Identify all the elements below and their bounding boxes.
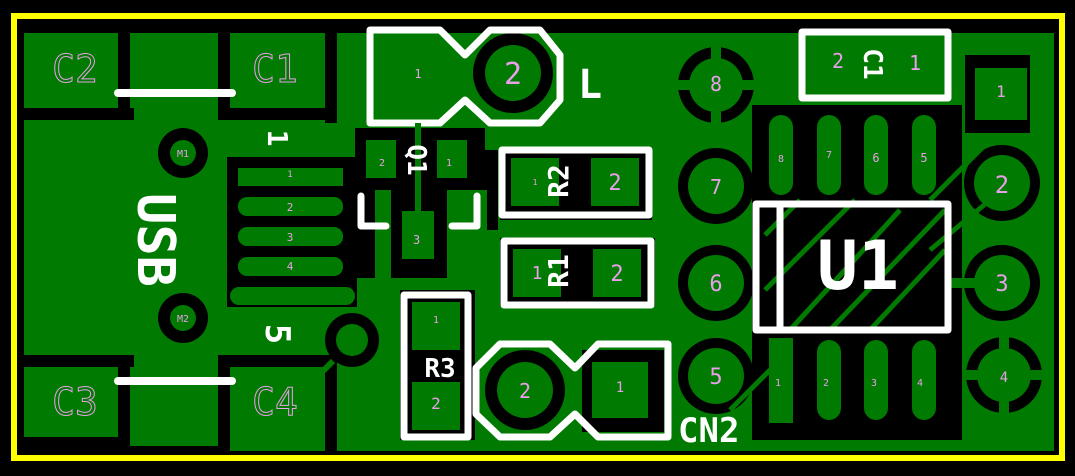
u1-pad-6-label: 6 xyxy=(872,151,879,165)
c2-label: C2 xyxy=(52,47,98,91)
usb-pin5-marker: 5 xyxy=(257,324,297,344)
q1-pad-3-label: 3 xyxy=(413,233,420,247)
q1-pad-2-label: 2 xyxy=(379,158,385,169)
l-pad-2-label: 2 xyxy=(504,57,522,92)
m2-label: M2 xyxy=(177,314,189,325)
usb-label: USB xyxy=(125,193,185,287)
dip-pad-4-label: 4 xyxy=(1000,370,1008,386)
r2-pad-2-label: 2 xyxy=(608,171,621,196)
l-label: L xyxy=(578,62,602,108)
usb-pin1-marker: 1 xyxy=(261,130,294,147)
cn2-label: CN2 xyxy=(678,411,739,451)
usb-pin-4-label: 4 xyxy=(287,260,294,273)
u1-pad-5-label: 5 xyxy=(920,151,927,165)
c1-pad-2-label: 2 xyxy=(832,49,844,73)
dip-right-pads: 1 2 3 4 xyxy=(945,68,1044,417)
u1-label: U1 xyxy=(817,227,899,306)
usb-silkscreen: USB 1 5 xyxy=(125,130,297,345)
cn2-pad-2-label: 2 xyxy=(519,379,531,403)
transistor-Q1: 2 1 3 Q1 xyxy=(357,123,487,280)
capacitor-labels: C2 C1 C3 C4 xyxy=(52,47,299,425)
dip-pad-7-label: 7 xyxy=(710,175,722,199)
usb-connector: 1 2 3 4 M1 M2 xyxy=(158,128,379,375)
q1-pad-1-label: 1 xyxy=(446,158,452,169)
r1-pad-2-label: 2 xyxy=(610,262,623,287)
c4-label: C4 xyxy=(252,380,298,424)
capacitor-silkscreen xyxy=(114,89,236,385)
r1-label: R1 xyxy=(542,254,575,288)
c1-label: C1 xyxy=(857,48,887,79)
resistor-R2: 1 2 R2 xyxy=(498,146,653,219)
board-outline xyxy=(11,13,1065,461)
dip-left-pads: 8 7 6 5 xyxy=(676,45,758,414)
usb-pin-3-label: 3 xyxy=(287,231,294,244)
r2-label: R2 xyxy=(542,164,575,198)
c1-usb-label: C1 xyxy=(252,47,298,91)
dip-pad-3-label: 3 xyxy=(995,272,1008,297)
inductor-L: 1 2 L xyxy=(366,26,602,127)
m1-label: M1 xyxy=(177,149,189,160)
q1-label: Q1 xyxy=(401,144,431,175)
dip-pad-5-label: 5 xyxy=(709,365,722,390)
r2-pad-1-label: 1 xyxy=(533,178,538,187)
dip-pad-2-label: 2 xyxy=(995,171,1009,199)
c3-label: C3 xyxy=(52,380,98,424)
dip-pad-1-label: 1 xyxy=(996,82,1006,101)
u1-ic: 8 7 6 5 1 2 3 4 U1 xyxy=(728,115,992,423)
r3-pad-1-label: 1 xyxy=(433,315,439,326)
capacitor-C1: 2 1 C1 xyxy=(798,28,952,102)
u1-pad-7-label: 7 xyxy=(826,150,832,161)
usb-pin-2-label: 2 xyxy=(287,201,294,214)
r3-pad-2-label: 2 xyxy=(431,394,441,413)
resistor-R1: 1 2 R1 xyxy=(500,237,655,309)
r1-pad-1-label: 1 xyxy=(532,263,543,284)
usb-pin-1-label: 1 xyxy=(287,170,292,180)
u1-pad-3-label: 3 xyxy=(871,378,877,389)
u1-pad-1-label: 1 xyxy=(775,378,781,389)
resistor-R3: 1 2 R3 xyxy=(400,291,472,441)
dip-pad-6-label: 6 xyxy=(709,272,722,297)
dip-pad-8-label: 8 xyxy=(710,72,722,96)
cn2-pad-1-label: 1 xyxy=(616,380,624,396)
u1-pad-2-label: 2 xyxy=(823,378,829,389)
l-pad-1-label: 1 xyxy=(414,67,421,81)
u1-pad-4-label: 4 xyxy=(917,378,923,389)
u1-pad-8-label: 8 xyxy=(778,154,784,165)
c1-pad-1-label: 1 xyxy=(909,51,921,75)
connector-CN2: 2 1 CN2 xyxy=(472,340,739,451)
r3-label: R3 xyxy=(424,354,455,384)
